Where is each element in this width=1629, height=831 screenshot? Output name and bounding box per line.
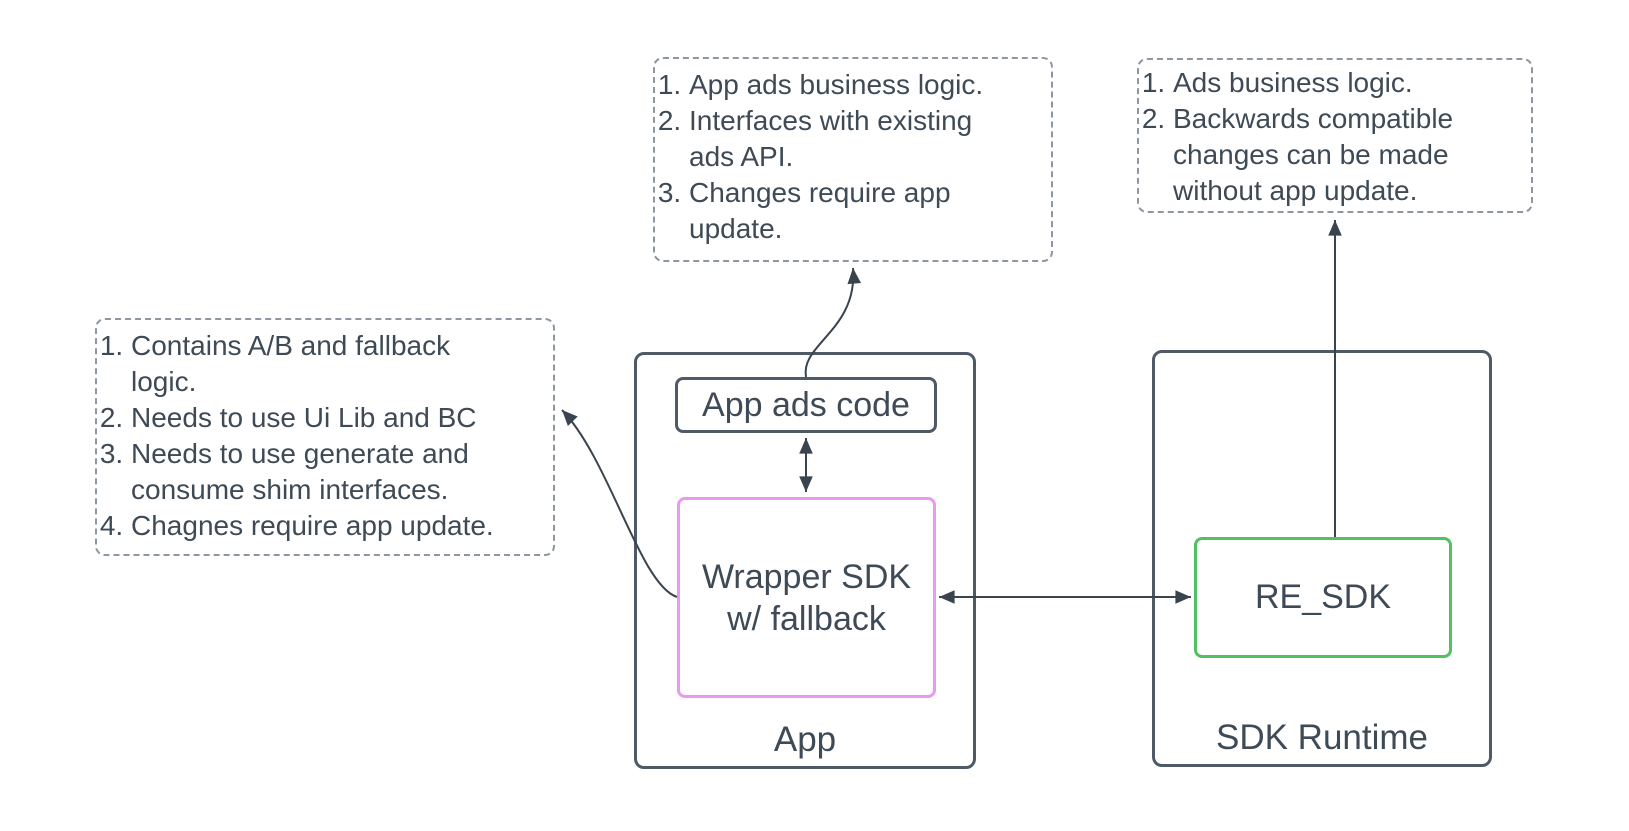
container-app-label: App (773, 720, 837, 759)
note-item: App ads business logic. (689, 67, 1013, 103)
node-re-sdk: RE_SDK (1194, 537, 1452, 658)
note-item: Changes require app update. (689, 175, 1013, 247)
container-sdk-runtime-label: SDK Runtime (1215, 718, 1429, 757)
note-list: Contains A/B and fallback logic. Needs t… (97, 328, 513, 544)
note-item: Needs to use Ui Lib and BC (131, 400, 513, 436)
node-app-ads-code: App ads code (675, 377, 937, 433)
note-item: Contains A/B and fallback logic. (131, 328, 513, 400)
node-wrapper-sdk: Wrapper SDK w/ fallback (677, 497, 936, 698)
note-re-sdk: Ads business logic. Backwards compatible… (1137, 58, 1533, 213)
note-item: Chagnes require app update. (131, 508, 513, 544)
note-item: Interfaces with existing ads API. (689, 103, 1013, 175)
note-item: Backwards compatible changes can be made… (1173, 101, 1501, 209)
note-app-ads-code: App ads business logic. Interfaces with … (653, 57, 1053, 262)
note-list: Ads business logic. Backwards compatible… (1139, 65, 1501, 209)
note-list: App ads business logic. Interfaces with … (655, 67, 1013, 247)
note-item: Ads business logic. (1173, 65, 1501, 101)
note-wrapper-sdk: Contains A/B and fallback logic. Needs t… (95, 318, 555, 556)
note-item: Needs to use generate and consume shim i… (131, 436, 513, 508)
